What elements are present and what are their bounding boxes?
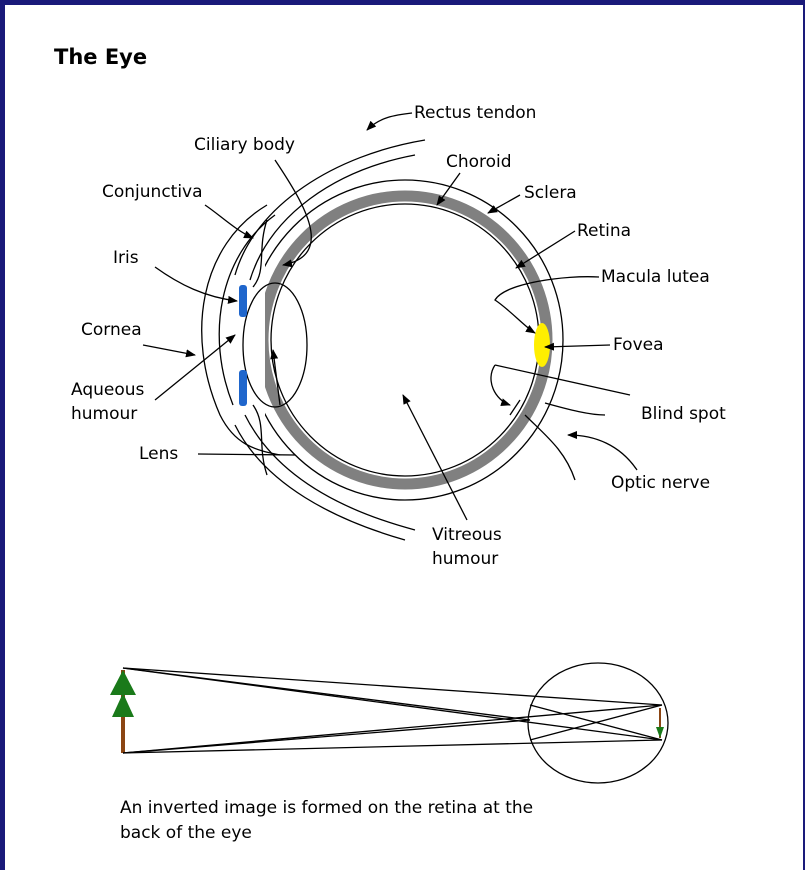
caption-line-1: An inverted image is formed on the retin…: [120, 798, 533, 818]
choroid-band: [263, 196, 547, 484]
label-aqueous-2: humour: [71, 404, 137, 424]
label-optic-nerve: Optic nerve: [611, 473, 710, 493]
retina-outline: [271, 204, 539, 476]
label-macula-lutea: Macula lutea: [601, 267, 710, 287]
eyeball: [185, 180, 563, 500]
optic-nerve: [525, 415, 575, 480]
label-blind-spot: Blind spot: [641, 404, 726, 424]
macula-lutea: [534, 323, 550, 367]
sclera-outline: [247, 180, 563, 500]
eye-labels: Rectus tendon Ciliary body Choroid Conju…: [71, 103, 726, 569]
label-iris: Iris: [113, 248, 139, 268]
iris-lower: [239, 370, 247, 406]
inverted-tree-leaves: [656, 727, 664, 738]
inversion-diagram: An inverted image is formed on the retin…: [110, 663, 668, 843]
label-rectus-tendon: Rectus tendon: [414, 103, 536, 123]
label-vitreous-1: Vitreous: [432, 525, 502, 545]
label-cornea: Cornea: [81, 320, 142, 340]
label-conjunctiva: Conjunctiva: [102, 182, 203, 202]
label-aqueous-1: Aqueous: [71, 380, 145, 400]
iris-upper: [239, 285, 247, 317]
label-ciliary-body: Ciliary body: [194, 135, 295, 155]
label-choroid: Choroid: [446, 152, 512, 172]
caption-line-2: back of the eye: [120, 823, 252, 843]
label-lens: Lens: [139, 444, 178, 464]
label-fovea: Fovea: [613, 335, 664, 355]
label-sclera: Sclera: [524, 183, 577, 203]
label-vitreous-2: humour: [432, 549, 498, 569]
eye-diagram: Rectus tendon Ciliary body Choroid Conju…: [5, 5, 805, 875]
label-retina: Retina: [577, 221, 631, 241]
tree-leaves: [110, 670, 136, 717]
